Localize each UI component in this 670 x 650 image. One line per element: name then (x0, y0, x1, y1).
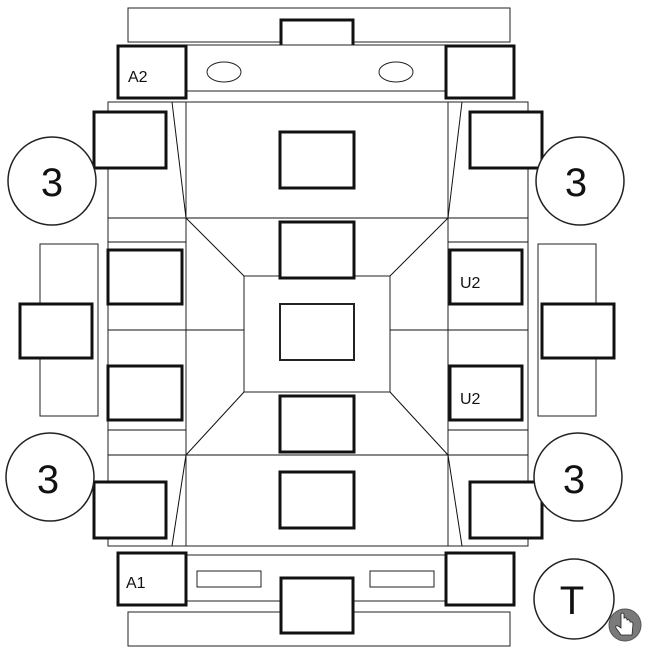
bottom-right-relay[interactable] (444, 551, 516, 607)
diag-bl (185, 391, 245, 456)
relay-a1[interactable] (116, 551, 188, 607)
hand-pointer-icon (608, 608, 642, 642)
bottom-center-relay[interactable] (279, 576, 355, 635)
upper-left-corner-relay[interactable] (92, 110, 168, 170)
t-button[interactable] (533, 558, 615, 640)
diag-br (389, 391, 449, 456)
center-upper-relay[interactable] (278, 220, 356, 280)
relay-u2-lower[interactable] (448, 364, 524, 422)
circle-3-top-right-label: 3 (565, 161, 587, 205)
left-lower-relay[interactable] (106, 364, 184, 422)
circle-3-bottom-left[interactable] (5, 432, 95, 522)
bottom-left-slot (196, 570, 262, 588)
left-side-relay[interactable] (18, 302, 94, 360)
left-upper-slant (171, 101, 187, 219)
lower-left-corner-relay[interactable] (92, 480, 168, 540)
relay-u2-upper[interactable] (448, 248, 524, 306)
right-upper-slant (447, 101, 463, 219)
upper-right-corner-relay[interactable] (468, 110, 544, 170)
bottom-section-relay[interactable] (278, 470, 356, 530)
circle-3-bottom-left-label: 3 (37, 458, 59, 502)
diag-tl (185, 217, 245, 277)
top-right-relay[interactable] (444, 44, 516, 100)
top-section-relay[interactable] (278, 130, 356, 190)
top-right-oval (378, 61, 414, 83)
relay-a1-label: A1 (126, 575, 146, 592)
left-lower-slant (171, 454, 187, 547)
relay-a2[interactable] (116, 44, 188, 100)
left-upper-relay[interactable] (106, 248, 184, 306)
top-left-oval (206, 61, 242, 83)
center-lower-relay[interactable] (278, 394, 356, 454)
right-lower-slant (447, 454, 463, 547)
relay-u2-lower-label: U2 (460, 391, 481, 408)
center-relay[interactable] (279, 303, 355, 361)
t-button-label: T (560, 579, 584, 623)
relay-a2-label: A2 (128, 69, 148, 86)
bottom-right-slot (369, 570, 435, 588)
relay-u2-upper-label: U2 (460, 275, 481, 292)
circle-3-top-left[interactable] (7, 136, 97, 226)
circle-3-bottom-right-label: 3 (563, 458, 585, 502)
circle-3-top-right[interactable] (535, 136, 625, 226)
right-side-relay[interactable] (540, 302, 616, 360)
diag-tr (389, 217, 449, 277)
circle-3-bottom-right[interactable] (533, 432, 623, 522)
circle-3-top-left-label: 3 (41, 161, 63, 205)
lower-right-corner-relay[interactable] (468, 480, 544, 540)
